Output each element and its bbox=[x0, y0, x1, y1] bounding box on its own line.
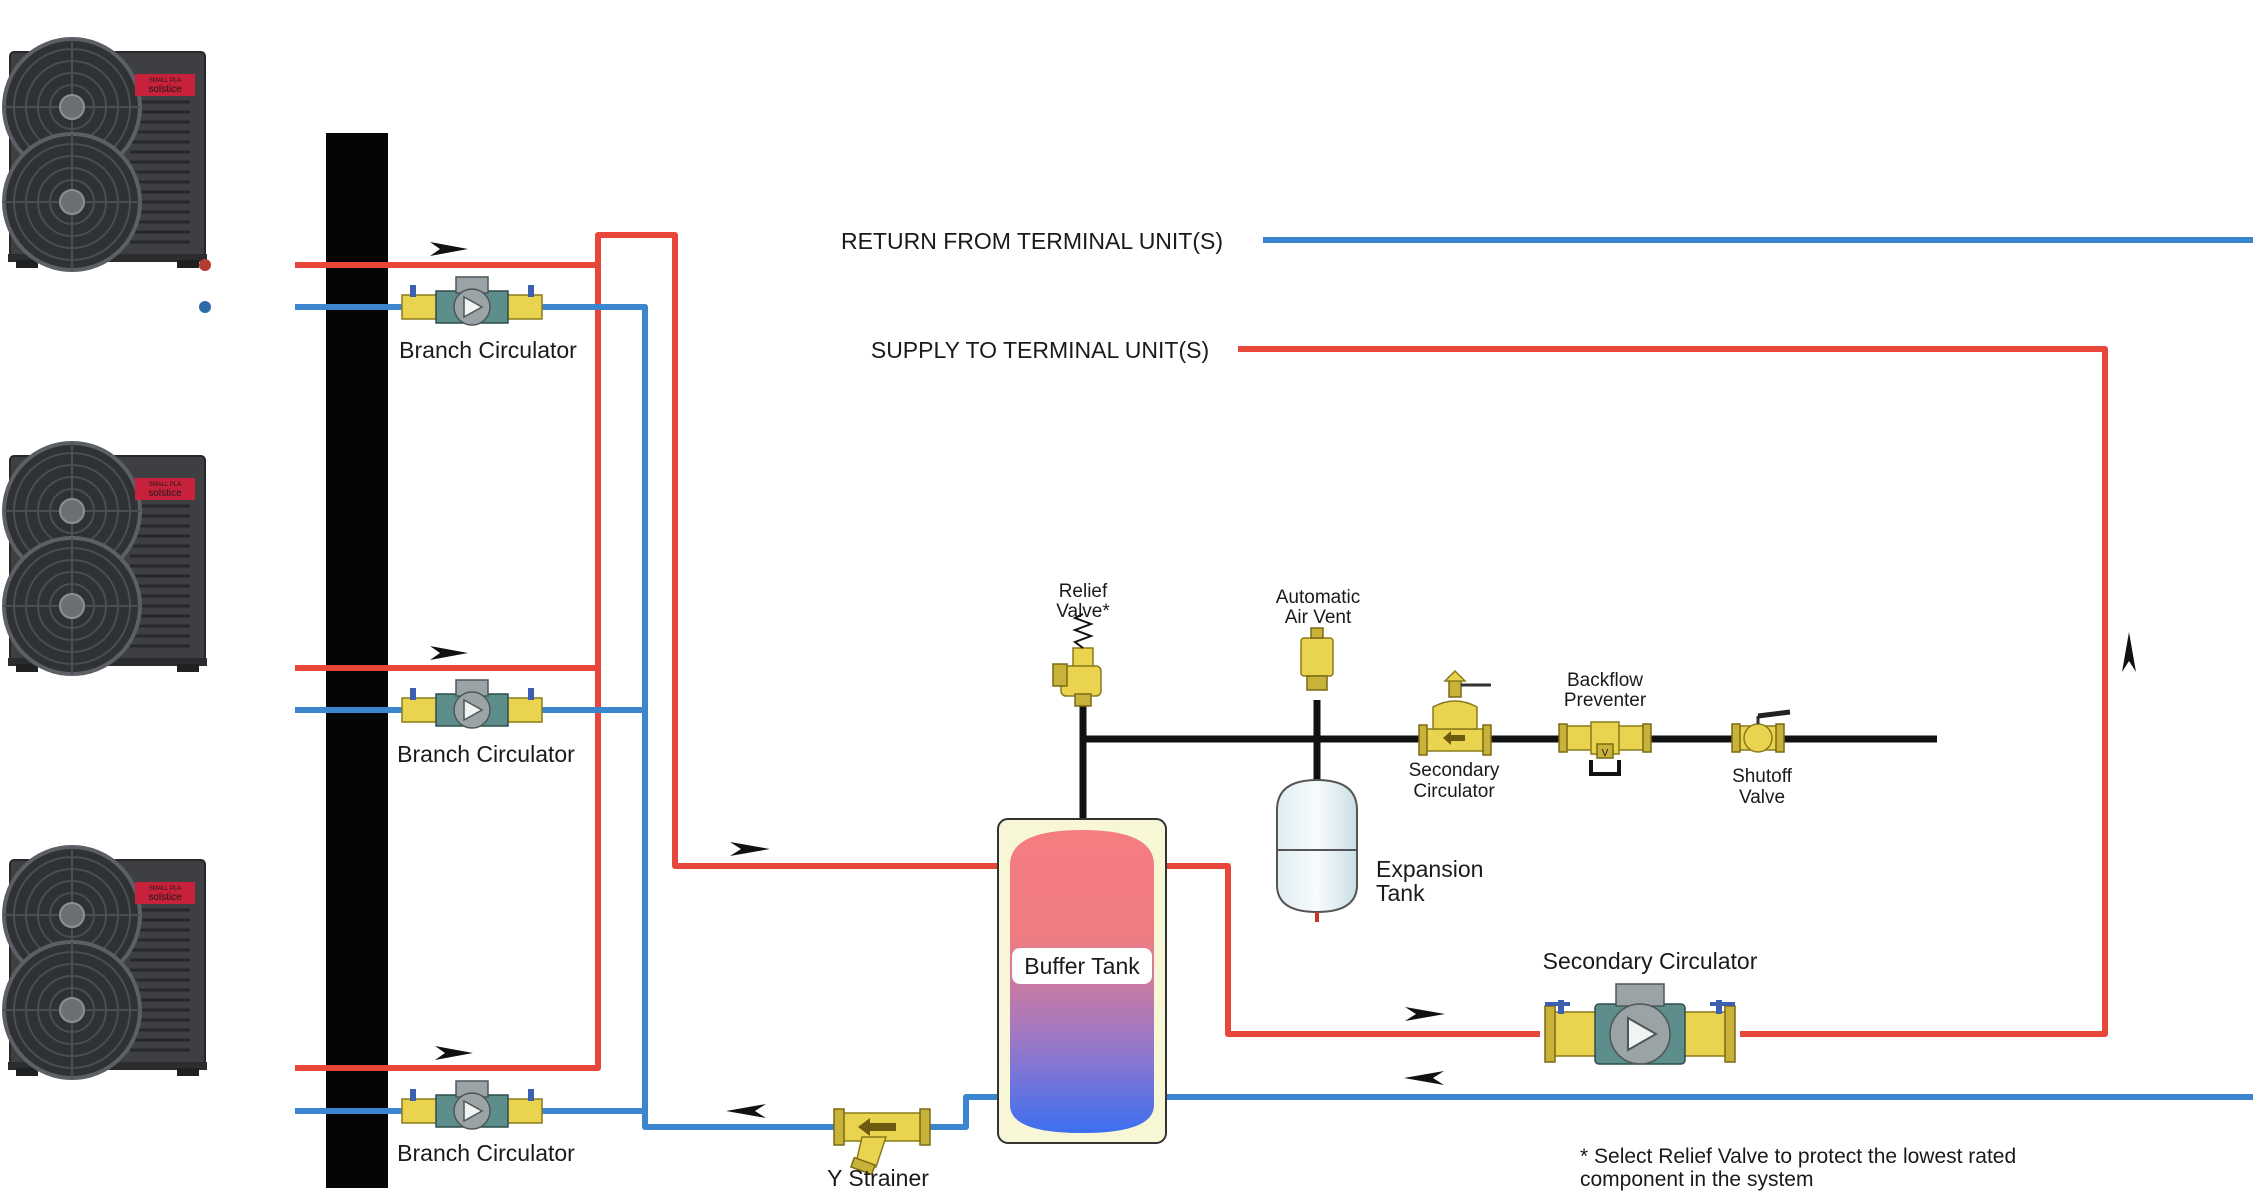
secondary-circulator bbox=[1544, 983, 1736, 1065]
shutoff-valve-label-line1: Shutoff bbox=[1732, 766, 1793, 787]
branch-circulator-label-2: Branch Circulator bbox=[397, 741, 575, 767]
footnote-line1: * Select Relief Valve to protect the low… bbox=[1580, 1145, 2016, 1168]
labels: Branch Circulator Branch Circulator Bran… bbox=[397, 228, 2016, 1191]
flow-arrow-right-icon bbox=[1405, 1007, 1445, 1021]
relief-valve-label-line1: Relief bbox=[1059, 581, 1108, 602]
flow-arrow-left-icon bbox=[1404, 1071, 1444, 1085]
supply-piping bbox=[295, 232, 2108, 1071]
flow-arrow-right-icon bbox=[430, 242, 468, 256]
brand-badge-subbrand: SMALL PLA bbox=[149, 78, 181, 84]
secondary-circulator-small bbox=[1418, 669, 1492, 756]
brand-badge-text: solstice bbox=[148, 488, 182, 499]
secondary-circulator-small-label-line1: Secondary bbox=[1409, 760, 1500, 781]
expansion-tank bbox=[1276, 778, 1358, 922]
return-terminal-label: RETURN FROM TERMINAL UNIT(S) bbox=[841, 228, 1223, 254]
brand-badge-subbrand: SMALL PLA bbox=[149, 482, 181, 488]
expansion-tank-label-line2: Tank bbox=[1376, 880, 1425, 906]
heat-pump-1: SMALL PLA solstice bbox=[4, 39, 211, 313]
brand-badge bbox=[135, 882, 195, 904]
backflow-preventer: V bbox=[1558, 721, 1652, 776]
footnote-line2: component in the system bbox=[1580, 1168, 1813, 1191]
relief-valve bbox=[1052, 613, 1102, 707]
supply-terminal-label: SUPPLY TO TERMINAL UNIT(S) bbox=[871, 337, 1209, 363]
air-vent-label-line1: Automatic bbox=[1276, 587, 1360, 608]
flow-arrow-small-icon bbox=[1443, 731, 1465, 745]
y-strainer bbox=[833, 1108, 931, 1176]
brand-badge bbox=[135, 478, 195, 500]
expansion-tank-label-line1: Expansion bbox=[1376, 856, 1483, 882]
backflow-preventer-label-line2: Preventer bbox=[1564, 690, 1647, 711]
shutoff-valve-label-line2: Valve bbox=[1739, 787, 1785, 808]
relief-spring-icon bbox=[1072, 613, 1094, 649]
shutoff-valve bbox=[1731, 709, 1791, 753]
automatic-air-vent bbox=[1300, 627, 1334, 691]
backflow-preventer-label-line1: Backflow bbox=[1567, 670, 1643, 691]
flow-arrow-right-icon bbox=[435, 1046, 473, 1060]
flow-arrow-right-icon bbox=[430, 646, 468, 660]
brand-badge-subbrand: SMALL PLA bbox=[149, 886, 181, 892]
y-strainer-label: Y Strainer bbox=[827, 1165, 929, 1191]
brand-badge bbox=[135, 74, 195, 96]
brand-badge-text: solstice bbox=[148, 84, 182, 95]
strainer-flow-arrow-icon bbox=[858, 1118, 896, 1136]
backflow-preventer-mark: V bbox=[1602, 748, 1609, 759]
relief-valve-label-line2: Valve* bbox=[1056, 601, 1110, 622]
mounting-post bbox=[326, 133, 388, 1188]
heat-pump-3: SMALL PLA solstice bbox=[4, 847, 207, 1078]
return-piping bbox=[295, 237, 2253, 1130]
branch-circulator-label-3: Branch Circulator bbox=[397, 1140, 575, 1166]
branch-circulator-2 bbox=[401, 679, 543, 729]
buffer-tank-label: Buffer Tank bbox=[1024, 953, 1140, 979]
supply-port bbox=[199, 259, 211, 271]
branch-circulator-1 bbox=[401, 276, 543, 326]
makeup-piping bbox=[1079, 700, 1937, 820]
secondary-circulator-label: Secondary Circulator bbox=[1543, 948, 1758, 974]
flow-arrows bbox=[430, 242, 2136, 1118]
heat-pump-2: SMALL PLA solstice bbox=[4, 443, 207, 674]
air-vent-label-line2: Air Vent bbox=[1285, 607, 1352, 628]
buffer-tank: Buffer Tank bbox=[997, 818, 1167, 1144]
secondary-circulator-small-label-line2: Circulator bbox=[1413, 781, 1495, 802]
return-port bbox=[199, 301, 211, 313]
branch-circulator-label-1: Branch Circulator bbox=[399, 337, 577, 363]
branch-circulator-3 bbox=[401, 1080, 543, 1130]
flow-arrow-right-icon bbox=[730, 842, 770, 856]
flow-arrow-up-icon bbox=[2122, 632, 2136, 672]
flow-arrow-left-icon bbox=[726, 1104, 766, 1118]
brand-badge-text: solstice bbox=[148, 892, 182, 903]
